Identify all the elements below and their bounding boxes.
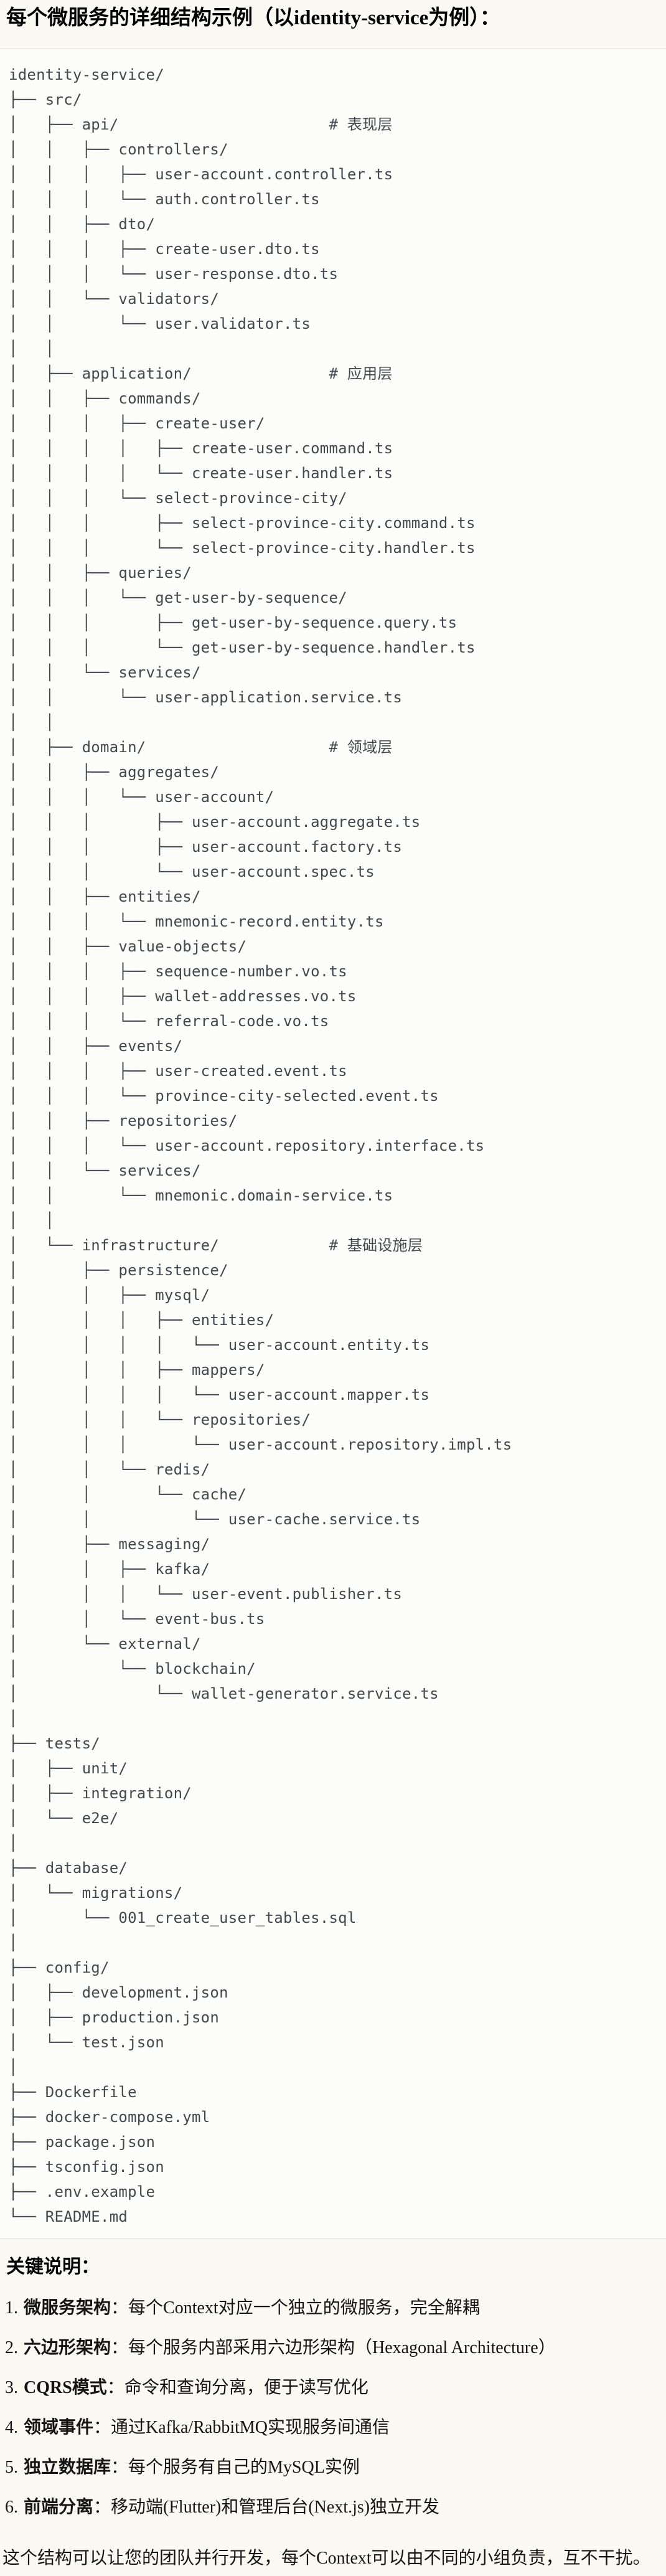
note-item: 6. 前端分离：移动端(Flutter)和管理后台(Next.js)独立开发 [0, 2496, 666, 2519]
note-number: 2. [5, 2338, 18, 2357]
note-term: 微服务架构 [24, 2298, 111, 2318]
note-term: CQRS模式 [24, 2378, 107, 2397]
note-colon: ： [93, 2418, 111, 2437]
document-body: 每个微服务的详细结构示例（以identity-service为例）： ident… [0, 5, 666, 2570]
note-term: 独立数据库 [24, 2458, 111, 2477]
notes-heading: 关键说明： [6, 2257, 100, 2277]
note-colon: ： [93, 2498, 111, 2517]
page-title: 每个微服务的详细结构示例（以identity-service为例）： [6, 7, 500, 29]
note-item: 5. 独立数据库：每个服务有自己的MySQL实例 [0, 2456, 666, 2479]
note-colon: ： [106, 2378, 124, 2397]
note-number: 5. [5, 2458, 18, 2477]
note-number: 3. [5, 2378, 18, 2397]
directory-tree-code-block: identity-service/ ├── src/ │ ├── api/ # … [0, 49, 666, 2239]
note-term: 前端分离 [24, 2498, 94, 2517]
note-item: 3. CQRS模式：命令和查询分离，便于读写优化 [0, 2376, 666, 2400]
note-description: 每个Context对应一个独立的微服务，完全解耦 [128, 2298, 480, 2318]
closing-paragraph: 这个结构可以让您的团队并行开发，每个Context可以由不同的小组负责，互不干扰… [2, 2549, 650, 2568]
note-colon: ： [111, 2338, 129, 2357]
note-number: 1. [5, 2298, 18, 2318]
note-description: 每个服务有自己的MySQL实例 [128, 2458, 360, 2477]
note-description: 命令和查询分离，便于读写优化 [124, 2378, 368, 2397]
note-description: 每个服务内部采用六边形架构（Hexagonal Architecture） [128, 2338, 556, 2357]
note-description: 通过Kafka/RabbitMQ实现服务间通信 [111, 2418, 390, 2437]
note-colon: ： [111, 2298, 129, 2318]
note-item: 1. 微服务架构：每个Context对应一个独立的微服务，完全解耦 [0, 2296, 666, 2320]
notes-list: 1.微服务架构：每个Context对应一个独立的微服务，完全解耦 2.六边形架构… [0, 2296, 666, 2519]
note-colon: ： [111, 2458, 129, 2477]
note-term: 六边形架构 [24, 2338, 111, 2357]
note-number: 6. [5, 2498, 18, 2517]
note-item: 2. 六边形架构：每个服务内部采用六边形架构（Hexagonal Architec… [0, 2336, 666, 2360]
note-item: 4. 领域事件：通过Kafka/RabbitMQ实现服务间通信 [0, 2416, 666, 2440]
note-number: 4. [5, 2418, 18, 2437]
note-description: 移动端(Flutter)和管理后台(Next.js)独立开发 [111, 2498, 440, 2517]
note-term: 领域事件 [24, 2418, 94, 2437]
